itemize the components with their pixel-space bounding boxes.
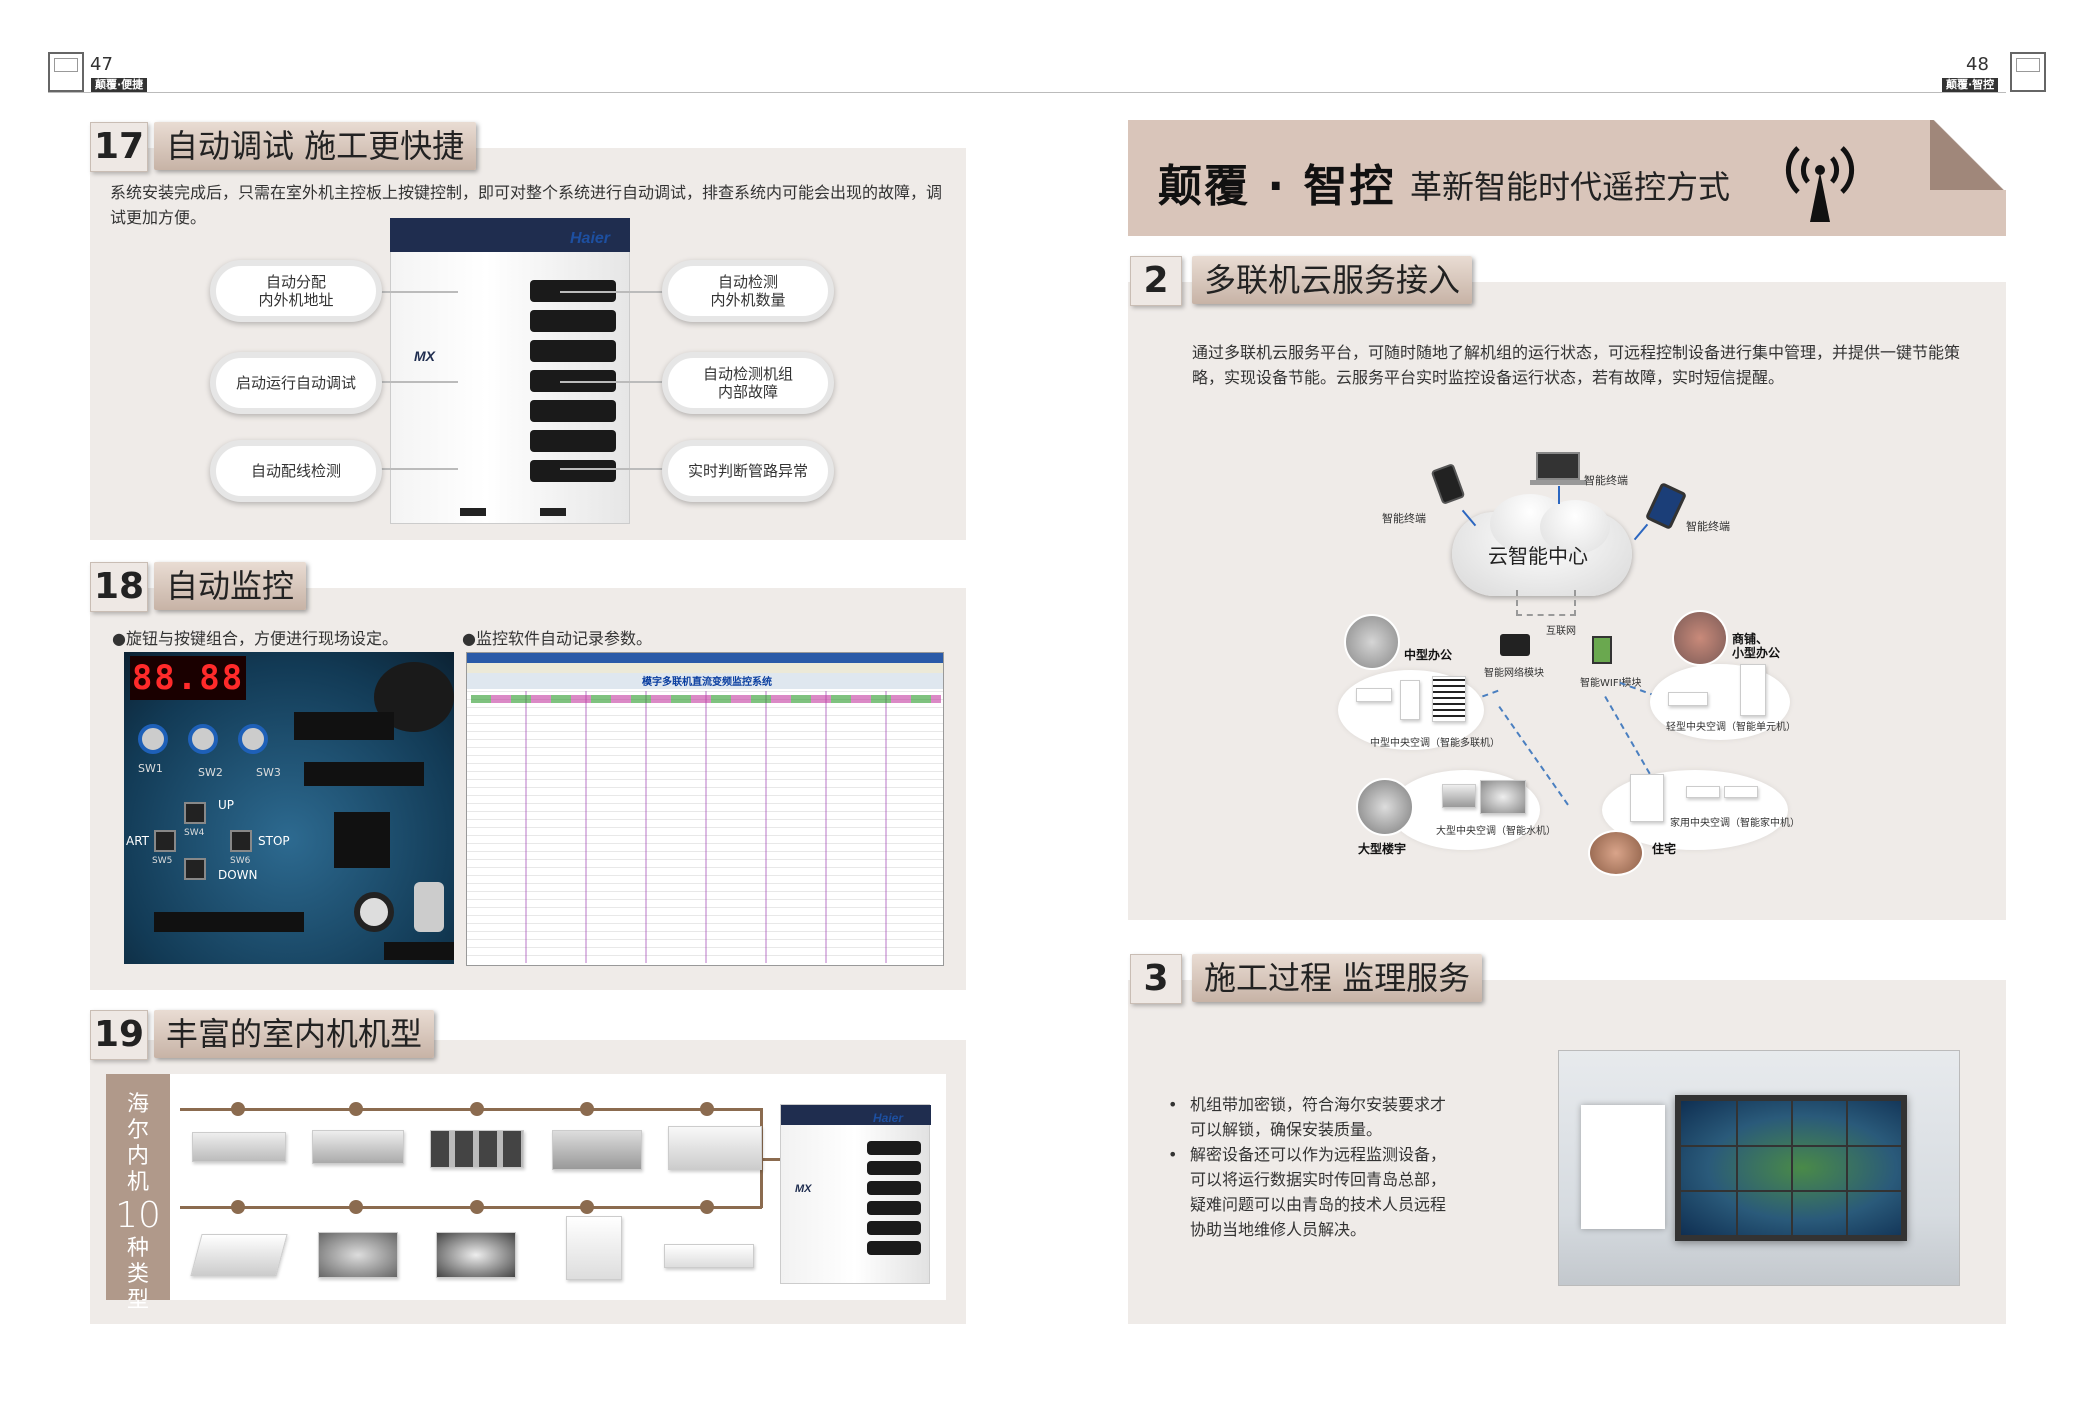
laptop-icon [1536, 452, 1580, 480]
section-2-panel [1128, 282, 2006, 920]
right-page-number: 48 [1966, 54, 1989, 75]
outdoor-unit-small: Haier MX [780, 1104, 931, 1284]
mid-ac-label: 中型中央空调（智能多联机） [1370, 738, 1500, 749]
terminal-label-3: 智能终端 [1686, 520, 1730, 533]
bullet-item: •解密设备还可以作为远程监测设备，可以将运行数据实时传回青岛总部，疑难问题可以由… [1168, 1145, 1447, 1239]
left-page-number: 47 [90, 54, 113, 75]
software-title: 模字多联机直流变频监控系统 [642, 677, 772, 688]
left-page-tag: 颠覆·便捷 [91, 78, 148, 92]
outdoor-unit-badge: MX [414, 348, 435, 364]
shop-photo [1672, 610, 1728, 666]
pill-fault-check: 自动检测机组 内部故障 [662, 352, 834, 414]
section-2-number: 2 [1130, 256, 1182, 306]
section-3-number: 3 [1130, 954, 1182, 1004]
wireless-signal-icon [1785, 146, 1855, 222]
wifi-module-label: 智能WIFI模块 [1580, 678, 1642, 689]
indoor-unit-duct-2 [312, 1130, 404, 1164]
indoor-unit-high-static [552, 1130, 642, 1170]
light-ac-label: 轻型中央空调（智能单元机） [1666, 722, 1796, 733]
pill-unit-count: 自动检测 内外机数量 [662, 260, 834, 322]
big-ac-label: 大型中央空调（智能水机） [1436, 826, 1556, 837]
right-page-tag: 颠覆·智控 [1942, 78, 1999, 92]
indoor-unit-cassette-1 [190, 1234, 288, 1276]
home-label: 住宅 [1652, 842, 1677, 856]
wifi-module-icon [1592, 636, 1612, 664]
monitoring-wall-photo [1558, 1050, 1960, 1286]
network-module-icon [1500, 634, 1530, 656]
terminal-label-1: 智能终端 [1382, 512, 1426, 525]
section-17-number: 17 [90, 122, 148, 172]
cloud-label: 云智能中心 [1488, 544, 1588, 568]
home-ac-label: 家用中央空调（智能家中机） [1670, 818, 1800, 829]
section-17-description: 系统安装完成后，只需在室外机主控板上按键控制，即可对整个系统进行自动调试，排查系… [110, 183, 943, 227]
led-display: 88.88 [130, 656, 246, 700]
hero-corner-fold [1930, 120, 2006, 190]
section-17-title: 自动调试 施工更快捷 [154, 122, 477, 170]
monitor-software-screenshot: 模字多联机直流变频监控系统 [466, 652, 944, 966]
big-building-label: 大型楼宇 [1358, 842, 1407, 856]
indoor-unit-wall [664, 1244, 754, 1268]
indoor-unit-duct-1 [192, 1132, 286, 1162]
outdoor-unit-brand: Haier [570, 230, 611, 247]
section-18-number: 18 [90, 562, 148, 612]
section-18-caption-left: ●旋钮与按键组合，方便进行现场设定。 [112, 629, 398, 648]
section-19-title: 丰富的室内机机型 [154, 1010, 435, 1058]
section-19-number: 19 [90, 1010, 148, 1060]
mid-office-photo [1344, 614, 1400, 670]
shop-label: 商铺、 小型办公 [1732, 632, 1781, 660]
pill-auto-address: 自动分配 内外机地址 [210, 260, 382, 322]
pill-wiring-check: 自动配线检测 [210, 440, 382, 502]
home-photo [1588, 830, 1644, 876]
hero-banner [1128, 120, 2006, 236]
control-board-image: 88.88 SW1 SW2 SW3 UP SW4 ART STOP SW5 SW… [124, 652, 454, 964]
hero-subtitle: 革新智能时代遥控方式 [1410, 168, 1731, 206]
indoor-unit-floor [566, 1216, 622, 1280]
terminal-label-2: 智能终端 [1584, 474, 1628, 487]
section-2-title: 多联机云服务接入 [1192, 256, 1473, 304]
section-18-caption-right: ●监控软件自动记录参数。 [462, 629, 652, 648]
hero-title: 颠覆 · 智控 [1158, 161, 1396, 212]
section-18-title: 自动监控 [154, 562, 307, 610]
network-module-label: 智能网络模块 [1484, 668, 1544, 679]
bullet-item: •机组带加密锁，符合海尔安装要求才可以解锁，确保安装质量。 [1168, 1095, 1447, 1139]
section-3-title: 施工过程 监理服务 [1192, 954, 1483, 1002]
header-rule [48, 92, 2006, 93]
indoor-unit-ceiling [668, 1126, 762, 1170]
section-3-bullets: •机组带加密锁，符合海尔安装要求才可以解锁，确保安装质量。 •解密设备还可以作为… [1168, 1092, 1452, 1242]
section-2-description: 通过多联机云服务平台，可随时随地了解机组的运行状态，可远程控制设备进行集中管理，… [1192, 343, 1961, 387]
pill-pipe-check: 实时判断管路异常 [662, 440, 834, 502]
outdoor-unit-image: Haier MX [390, 218, 630, 524]
big-building-photo [1356, 778, 1414, 836]
haier-10-types-label: 海尔内机 10 种类型 [106, 1074, 170, 1313]
mid-office-label: 中型办公 [1404, 648, 1453, 662]
pill-auto-debug: 启动运行自动调试 [210, 352, 382, 414]
left-page-icon [48, 52, 84, 92]
right-page-icon [2010, 52, 2046, 92]
indoor-unit-fresh-air [430, 1130, 524, 1168]
indoor-unit-cassette-round [436, 1232, 516, 1278]
indoor-unit-cassette-4way [318, 1232, 398, 1278]
internet-label: 互联网 [1546, 626, 1576, 637]
